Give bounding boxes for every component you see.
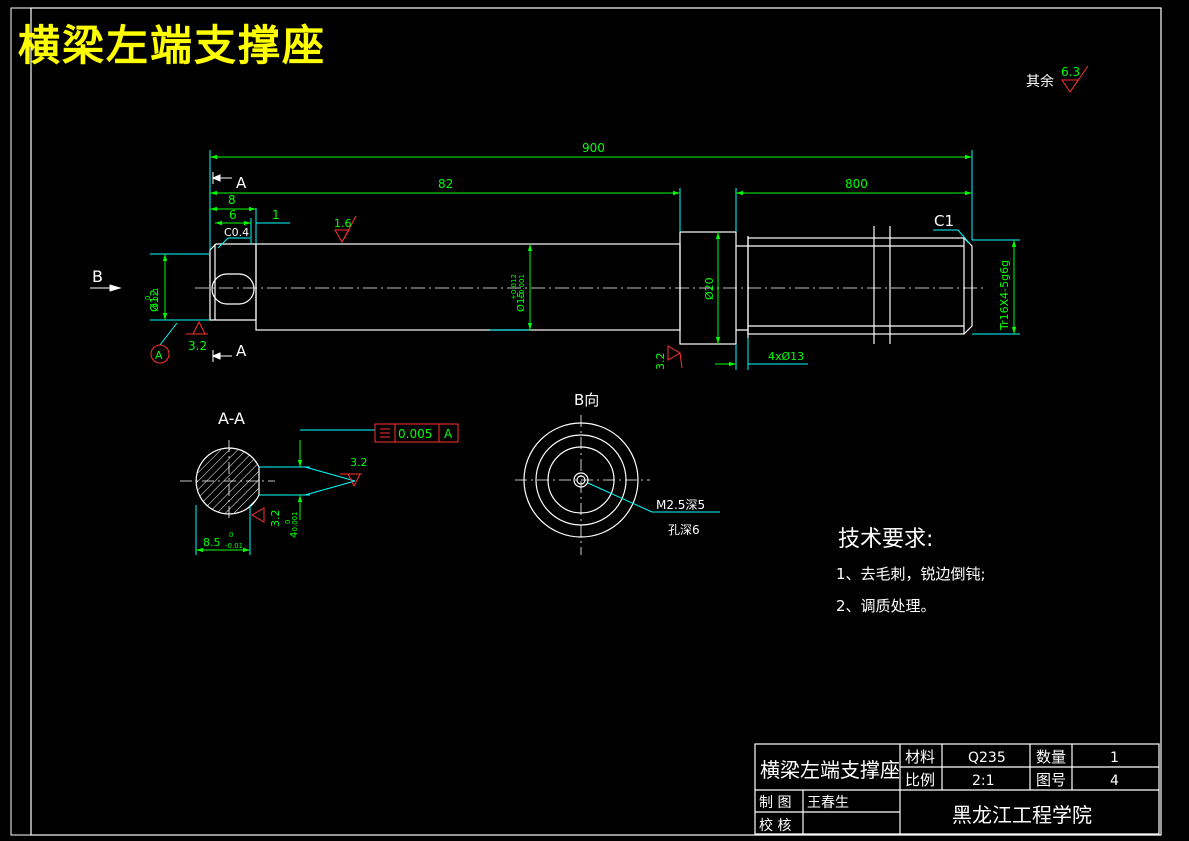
view-b-arrow: [90, 284, 122, 292]
dim-dia-12: Ø12: [148, 289, 161, 312]
tb-checked-label: 校 核: [759, 817, 791, 834]
section-depth-tol-upper: 0: [284, 520, 292, 524]
dim-chamfer-c1: C1: [934, 212, 954, 230]
dim-chamfer-c04: C0.4: [224, 226, 249, 239]
tb-drawing-no-label: 图号: [1036, 771, 1066, 789]
shaft-main-view: [209, 231, 973, 345]
section-roughness: 3.2 3.2: [251, 456, 368, 528]
section-arrow-bottom: [211, 350, 232, 362]
tb-material-value: Q235: [968, 750, 1006, 766]
hole-note: M2.5深5: [656, 498, 705, 512]
tech-heading: 技术要求:: [838, 527, 933, 552]
section-dims: [195, 429, 375, 555]
tb-drawn-label: 制 图: [759, 795, 791, 811]
dimension-lines: [150, 150, 1020, 370]
tb-institution: 黑龙江工程学院: [952, 803, 1092, 827]
dim-dia-15-tol-upper: +0.012: [510, 274, 518, 300]
section-mark-top: A: [236, 174, 247, 192]
outer-border: [10, 7, 1162, 836]
tb-scale-label: 比例: [905, 771, 935, 789]
dim-dia-20: Ø20: [703, 277, 716, 300]
section-depth: 4: [289, 532, 300, 538]
drawing-title: 横梁左端支撑座: [18, 21, 327, 70]
view-b-title: B向: [574, 391, 599, 409]
svg-text:3.2: 3.2: [269, 510, 282, 528]
dim-thread: Tr16X4-5g6g: [998, 260, 1011, 331]
svg-text:3.2: 3.2: [654, 353, 667, 371]
tb-drawn-by: 王春生: [807, 795, 849, 811]
tb-quantity-value: 1: [1110, 750, 1119, 766]
section-width: 8.5: [203, 536, 221, 549]
dim-grooves: 4xØ13: [768, 350, 804, 363]
section-aa-view: [180, 440, 275, 522]
svg-text:3.2: 3.2: [350, 456, 368, 469]
view-b: [515, 415, 650, 555]
dim-len-8: 8: [228, 193, 236, 207]
roughness-rest-label: 其余: [1026, 73, 1054, 90]
dim-len-1: 1: [272, 208, 280, 222]
svg-text:3.2: 3.2: [188, 339, 207, 353]
inner-border: [30, 7, 1162, 836]
slot-hole: [211, 273, 255, 305]
view-b-letter: B: [92, 267, 103, 286]
tb-drawing-no-value: 4: [1110, 773, 1119, 789]
svg-text:A: A: [155, 349, 163, 362]
roughness-16: 1.6: [334, 215, 357, 243]
tb-part-name: 横梁左端支撑座: [760, 758, 900, 782]
break-lines: [873, 226, 891, 344]
roughness-rest-value: 6.3: [1061, 65, 1080, 79]
roughness-32-shoulder: 3.2: [654, 345, 683, 371]
dim-length-82: 82: [438, 177, 453, 191]
section-width-tol-upper: 0: [229, 531, 233, 539]
tb-scale-value: 2:1: [972, 773, 995, 789]
tech-item-1: 1、去毛刺，锐边倒钝;: [836, 565, 986, 583]
section-arrow-top: [211, 172, 232, 184]
datum-symbol: A: [150, 322, 178, 364]
tolerance-frame: 0.005 A: [374, 423, 459, 443]
roughness-32-left: 3.2: [186, 320, 208, 353]
tolerance-value: 0.005: [398, 427, 432, 441]
section-width-tol-lower: -0.01: [225, 542, 243, 550]
hole-note-2: 孔深6: [668, 523, 700, 537]
tb-material-label: 材料: [905, 748, 935, 766]
dim-dia-15: Ø15: [515, 291, 527, 312]
dim-length-800: 800: [845, 177, 868, 191]
title-block: [754, 743, 1160, 835]
dim-dia-15-tol-lower: +0.001: [518, 274, 526, 300]
tolerance-datum: A: [444, 427, 453, 441]
tech-item-2: 2、调质处理。: [836, 597, 936, 615]
svg-text:1.6: 1.6: [334, 217, 352, 230]
section-depth-tol-lower: -0.001: [291, 511, 299, 534]
section-title: A-A: [218, 409, 245, 428]
section-mark-bottom: A: [236, 342, 247, 360]
dim-dia-12-tol-lower: -0.011: [152, 287, 160, 310]
dim-dia-12-tol-upper: 0: [144, 296, 152, 300]
roughness-rest: 其余 6.3: [1026, 65, 1089, 93]
dim-total-length: 900: [582, 141, 605, 155]
dim-len-6: 6: [229, 208, 237, 222]
tb-quantity-label: 数量: [1036, 748, 1066, 766]
